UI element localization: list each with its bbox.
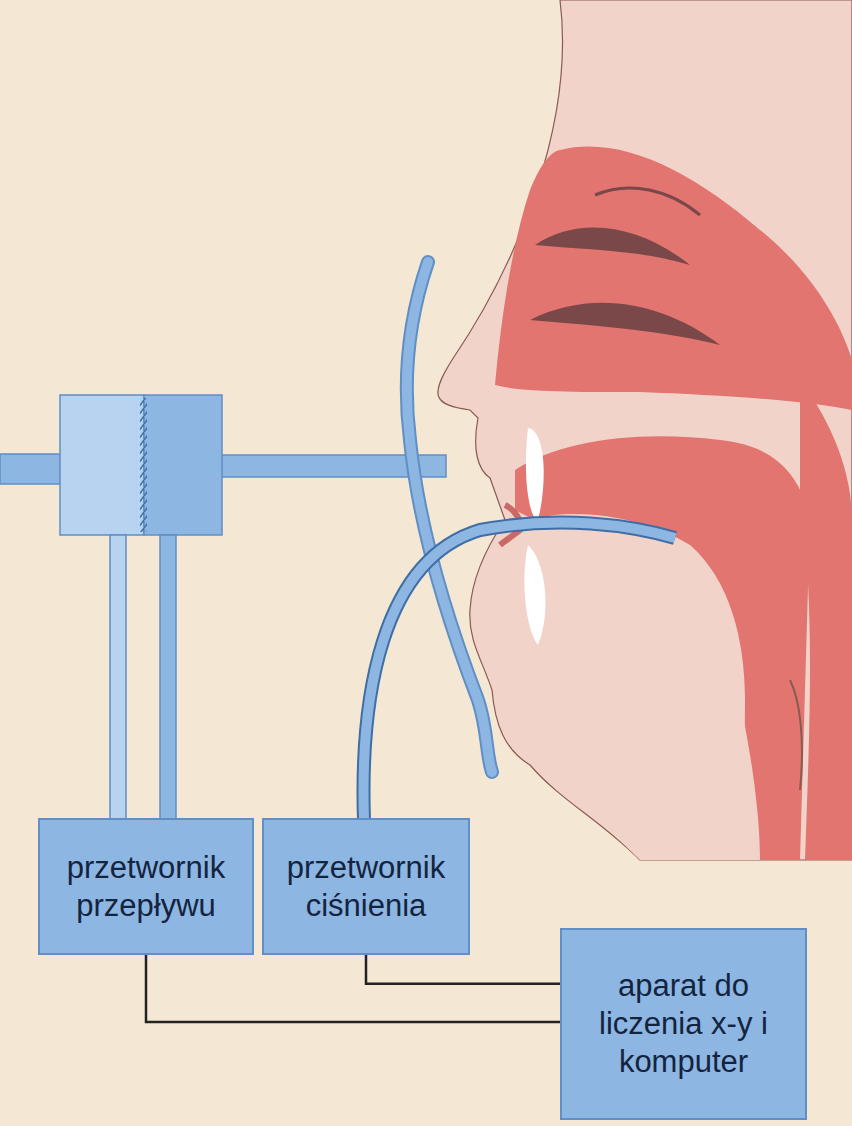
transducer-box: przetwornik ciśnienia (262, 818, 470, 955)
signal-wire (146, 955, 560, 1022)
pressure-catheter (364, 522, 675, 820)
tongue (521, 514, 760, 860)
pharynx (800, 380, 852, 860)
upper-tooth (526, 428, 544, 520)
box-label: aparat do liczenia x-y i komputer (572, 967, 795, 1080)
nose-clip (407, 262, 492, 772)
face-profile (438, 0, 852, 860)
epiglottis (790, 680, 802, 790)
pressure-tap (110, 535, 126, 819)
turbinate (535, 228, 690, 265)
nasal-cavity (495, 147, 852, 410)
turbinate (595, 188, 700, 215)
pneumotachograph-right (144, 395, 222, 535)
box-label: przetwornik przepływu (50, 849, 242, 925)
lower-tooth (524, 545, 545, 645)
box-label: przetwornik ciśnienia (274, 849, 458, 925)
inlet-tube (0, 454, 62, 484)
screen-mesh (140, 398, 147, 532)
signal-wire (366, 955, 560, 984)
nose-clip (407, 262, 492, 772)
pressure-tap (160, 535, 176, 819)
pneumotachograph-left (60, 395, 144, 535)
transducer-box: przetwornik przepływu (38, 818, 254, 955)
pressure-catheter (364, 522, 675, 820)
oral-cavity (515, 436, 810, 860)
turbinate (530, 303, 720, 345)
transducer-box: aparat do liczenia x-y i komputer (560, 928, 807, 1120)
